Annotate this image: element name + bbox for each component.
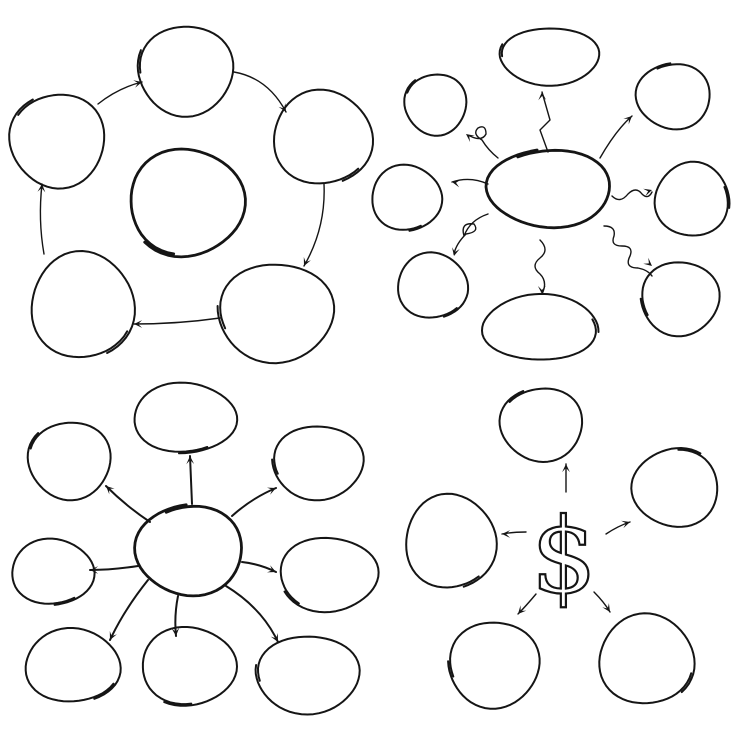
mindmap2-node-top: [133, 381, 239, 455]
cycle-node-top: [136, 25, 235, 118]
mindmap1-arrow-left-head: [452, 179, 461, 188]
mindmap2-node-top-right: [271, 425, 365, 502]
mindmap1-node-top-left: [403, 73, 468, 137]
mindmap2-node-bottom-right: [254, 635, 361, 716]
mindmap2-node-bottom-left: [24, 627, 122, 703]
mindmap1-arrow-up-right: [599, 115, 633, 159]
cycle-arrow-top-to-right: [233, 71, 287, 113]
cycle-node-left: [8, 93, 106, 190]
dollar-node-bottom-left: [447, 621, 541, 710]
dollar-node-left: [405, 492, 498, 589]
mindmap1-arrow-down-right-squiggle-head: [643, 257, 652, 266]
mindmap2-node-left: [11, 537, 96, 606]
dollar-arrow-down-right-head: [602, 603, 610, 612]
dollar-sign-icon: $: [531, 495, 597, 617]
cycle-arrow-top-to-right-head: [278, 103, 286, 112]
dollar-arrow-right-head: [621, 520, 630, 529]
mindmap2-arrow-down-left-head: [109, 631, 117, 640]
cycle-node-bottom-right: [216, 263, 336, 365]
mindmap1-node-bottom-right: [639, 261, 721, 338]
mindmap2-arrow-up-left-head: [106, 486, 115, 495]
mindmap2-arrow-up-left: [105, 485, 151, 523]
cycle-node-center: [129, 147, 247, 259]
mindmap1-node-top-right: [634, 62, 711, 131]
cycle-arrow-left-to-top: [97, 81, 143, 105]
dollar-node-top: [498, 387, 584, 463]
dollar-node-bottom-right: [598, 612, 696, 705]
cycle-arrow-bottom-to-left-head: [134, 320, 143, 328]
cycle-arrow-bottom-to-left: [133, 317, 221, 325]
mindmap2-arrow-up-right-head: [267, 487, 276, 495]
mindmap2-arrow-down-right-head: [270, 633, 278, 642]
mindmap1-arrow-right-squiggle: [611, 189, 653, 201]
mindmap2-arrow-down-head: [171, 627, 180, 636]
cycle-node-bottom-left: [30, 250, 136, 359]
mindmap2-arrow-down-right: [225, 585, 279, 643]
cycle-arrow-right-to-bottom-head: [303, 257, 311, 266]
mindmap2-arrow-up-right: [231, 487, 277, 517]
mindmap1-arrow-up-head: [538, 92, 547, 101]
mindmap1-arrow-up: [539, 91, 551, 153]
mindmap1-node-top: [498, 27, 601, 87]
dollar-arrow-up-head: [562, 464, 570, 473]
mindmap1-node-bottom-left: [397, 251, 470, 319]
dollar-arrow-down-left-head: [518, 605, 527, 614]
cycle-arrow-left-up-head: [37, 184, 46, 193]
mindmap2-node-top-left: [26, 421, 112, 502]
mindmap1-node-right: [653, 160, 731, 237]
dollar-node-right: [630, 447, 719, 528]
mindmap1-arrow-right-squiggle-head: [643, 188, 652, 197]
mindmap2-node-right: [279, 536, 380, 614]
mindmap2-center: [133, 503, 243, 598]
mindmap1-arrow-up-right-head: [623, 116, 632, 125]
mindmap2-arrow-right-head: [267, 565, 276, 573]
mindmap1-arrow-up-left-loop: [469, 126, 499, 159]
mindmap1-arrow-left: [451, 178, 489, 185]
mindmap1-arrow-down-squiggle-head: [537, 285, 546, 294]
dollar-arrow-left-head: [502, 530, 511, 538]
mindmap2-arrow-left-head: [90, 566, 99, 574]
mindmap2-arrow-up: [189, 455, 193, 505]
cycle-arrow-left-to-top-head: [133, 80, 142, 88]
mindmap1-center: [484, 148, 611, 230]
doodle-layer: [8, 25, 731, 716]
mindmap2-arrow-down-left: [109, 579, 149, 641]
cycle-node-right: [273, 88, 374, 185]
mindmap1-arrow-down-right-squiggle: [603, 225, 653, 277]
cycle-arrow-left-up: [39, 183, 45, 255]
cycle-arrow-right-to-bottom: [303, 183, 325, 267]
mindmap2-node-bottom: [141, 626, 238, 707]
mindmap1-arrow-down-left-loop-head: [452, 247, 460, 256]
mindmap1-arrow-down-left-loop: [453, 213, 489, 255]
mindmap1-arrow-down-squiggle: [534, 239, 546, 295]
mindmap1-node-bottom: [481, 292, 600, 361]
mindmap2-arrow-up-head: [186, 456, 195, 465]
mindmap1-node-left: [371, 163, 444, 232]
mindmap1-arrow-up-left-loop-head: [466, 134, 475, 142]
